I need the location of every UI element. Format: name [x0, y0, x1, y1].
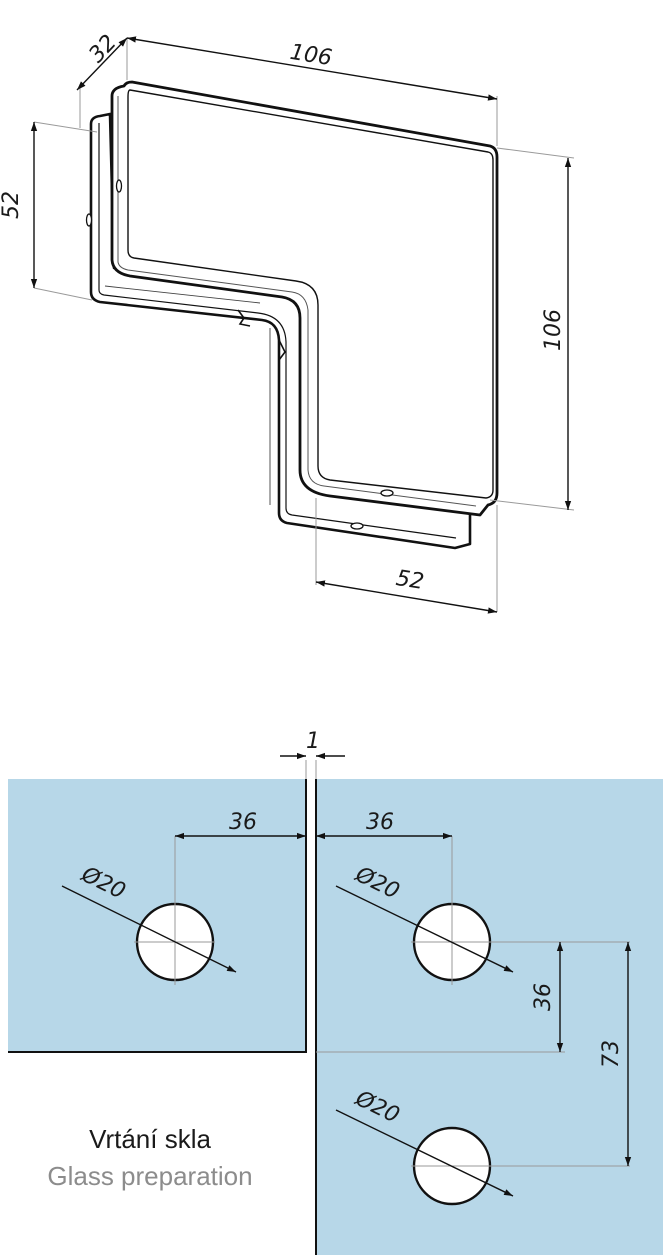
screw-hole-bottom-1: [380, 489, 394, 497]
corner-fitting-drawing: [85, 80, 499, 550]
dim-left-offset-label: 36: [229, 810, 257, 835]
dia-leader-left: [61, 885, 237, 973]
dim-depth-label: 32: [84, 30, 121, 68]
dim-depth-line: [76, 37, 128, 91]
caption-primary: Vrtání skla: [89, 1124, 211, 1154]
fitting-notch-right: [278, 339, 286, 361]
caption-secondary: Glass preparation: [47, 1161, 253, 1191]
dim-bottom-width-line: [315, 580, 498, 614]
fitting-back-edge: [98, 123, 457, 539]
glass-panel-right: [316, 779, 663, 1255]
dim-hole-spacing-label: 73: [599, 1040, 624, 1068]
fitting-dimension-lines: [30, 36, 572, 614]
screw-hole-bottom-2: [350, 522, 364, 530]
dim-side-height-label: 52: [0, 191, 24, 219]
dia-leader-right-upper: [335, 885, 514, 973]
dim-top-width-line: [126, 36, 498, 101]
fitting-bevel-lines: [117, 96, 477, 507]
screw-hole-side-2: [85, 213, 93, 227]
glass-extension-lines: [134, 760, 630, 1167]
screw-hole-side-1: [115, 179, 123, 193]
dim-right-height-label: 106: [541, 309, 566, 351]
fitting-front-face: [127, 89, 494, 499]
fitting-notch-left: [237, 309, 251, 327]
dim-top-width-label: 106: [288, 40, 333, 71]
dim-gap-label: 1: [306, 729, 320, 754]
dim-vertical-offset-label: 36: [531, 983, 556, 1011]
glass-dimension-lines: [61, 752, 632, 1197]
dia-leader-right-lower: [335, 1109, 514, 1197]
dim-right-offset-label: 36: [366, 810, 394, 835]
glass-preparation-drawing: [8, 779, 663, 1255]
fitting-back-groove: [104, 285, 271, 505]
glass-panel-left-edges: [8, 779, 307, 1053]
dim-bottom-width-label: 52: [394, 566, 426, 595]
